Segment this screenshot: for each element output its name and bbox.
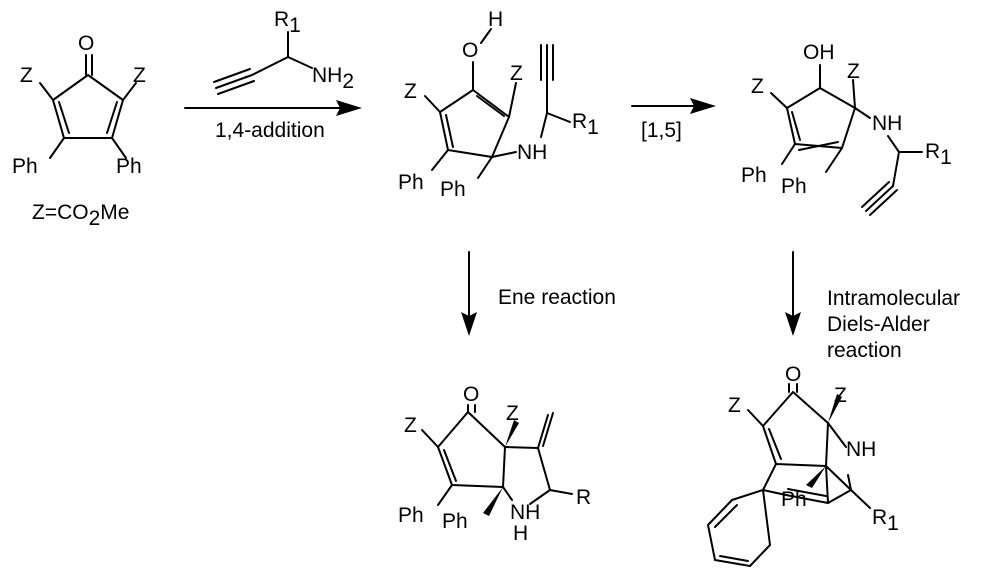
- product-ene-bicycle: O Z Z Ph Ph NH H R: [398, 383, 591, 545]
- phenyl-label: Ph: [442, 510, 468, 533]
- r1-label: R1: [872, 506, 899, 535]
- amine-nh-label: NH: [510, 501, 540, 524]
- intermediate-1-4-adduct: O H Z Z Ph Ph NH R1: [398, 8, 599, 201]
- r1-label: R1: [925, 140, 952, 169]
- z-definition: Z=CO2Me: [32, 201, 129, 230]
- arrow-1-4-addition: 1,4-addition R1 NH2: [184, 8, 362, 142]
- z-substituent-label: Z: [404, 414, 417, 437]
- phenyl-label: Ph: [398, 171, 424, 194]
- carbonyl-oxygen-label: O: [78, 32, 94, 55]
- arrow-label-1-5-shift: [1,5]: [641, 119, 682, 142]
- starting-material-cyclopentadienone: O Z Z Ph Ph Z=CO2Me: [12, 32, 146, 230]
- r1-label: R1: [274, 8, 301, 37]
- amine-nh-label: NH: [872, 112, 902, 135]
- arrow-label-line: Diels-Alder: [827, 313, 930, 336]
- phenyl-label: Ph: [116, 155, 142, 178]
- z-substituent-label: Z: [847, 60, 860, 83]
- arrow-diels-alder: Intramolecular Diels-Alder reaction: [785, 251, 960, 362]
- arrow-label-line: Intramolecular: [827, 287, 960, 310]
- z-substituent-label: Z: [506, 402, 519, 425]
- arrow-label-line: reaction: [827, 339, 902, 362]
- hydroxyl-oxygen-label: O: [462, 39, 478, 62]
- arrow-label-ene-reaction: Ene reaction: [498, 286, 616, 309]
- arrow-1-5-shift: [1,5]: [631, 98, 716, 142]
- z-substituent-label: Z: [404, 80, 417, 103]
- r1-label: R1: [572, 110, 599, 139]
- product-diels-alder-polycycle: O Z Z NH Ph R1: [707, 363, 899, 567]
- hydroxyl-hydrogen-label: H: [488, 8, 503, 31]
- amine-nh-label: NH: [846, 438, 876, 461]
- phenyl-label: Ph: [781, 175, 807, 198]
- phenyl-label: Ph: [440, 178, 466, 201]
- z-substituent-label: Z: [834, 384, 847, 407]
- z-substituent-label: Z: [133, 64, 146, 87]
- amine-hydrogen-label: H: [513, 522, 528, 545]
- z-substituent-label: Z: [20, 64, 33, 87]
- arrow-label-1-4-addition: 1,4-addition: [215, 119, 325, 142]
- z-substituent-label: Z: [728, 394, 741, 417]
- amine-label: NH2: [312, 64, 354, 93]
- arrow-ene-reaction: Ene reaction: [461, 251, 616, 336]
- phenyl-label: Ph: [12, 155, 38, 178]
- ketone-oxygen-label: O: [463, 383, 479, 406]
- amine-nh-label: NH: [517, 141, 547, 164]
- phenyl-label: Ph: [741, 164, 767, 187]
- hydroxyl-label: OH: [803, 41, 835, 64]
- z-substituent-label: Z: [510, 62, 523, 85]
- intermediate-1-5-isomer: OH Z Z NH Ph Ph R1: [741, 41, 952, 216]
- z-substituent-label: Z: [751, 75, 764, 98]
- phenyl-label: Ph: [781, 488, 807, 511]
- phenyl-label: Ph: [398, 504, 424, 527]
- ketone-oxygen-label: O: [785, 363, 801, 386]
- r-label: R: [576, 486, 591, 509]
